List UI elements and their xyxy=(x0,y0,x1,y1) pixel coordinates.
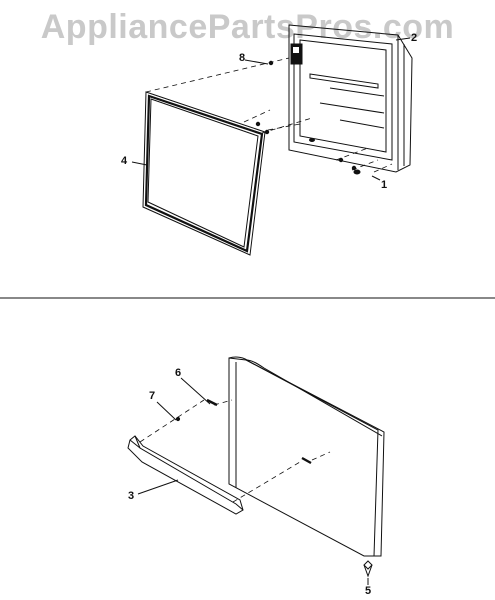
callout-8: 8 xyxy=(239,52,246,64)
drawer-front-panel xyxy=(228,356,385,557)
drawer-handle xyxy=(127,435,244,515)
door-gasket xyxy=(142,91,266,256)
callout-6: 6 xyxy=(175,367,182,379)
callout-3: 3 xyxy=(128,490,135,502)
door-inner-panel xyxy=(288,24,413,173)
callout-7: 7 xyxy=(149,390,156,402)
studs-lower xyxy=(175,398,373,578)
callout-5: 5 xyxy=(365,585,372,597)
callout-2: 2 xyxy=(411,32,418,44)
leader-lines-upper xyxy=(131,37,411,181)
leader-lines-lower xyxy=(137,377,369,585)
alignment-lines-upper xyxy=(145,57,393,173)
callout-4: 4 xyxy=(121,155,128,167)
watermark-logo: AppliancePartsPros.com xyxy=(40,8,455,46)
screws-upper xyxy=(255,60,361,175)
callout-1: 1 xyxy=(381,179,388,191)
